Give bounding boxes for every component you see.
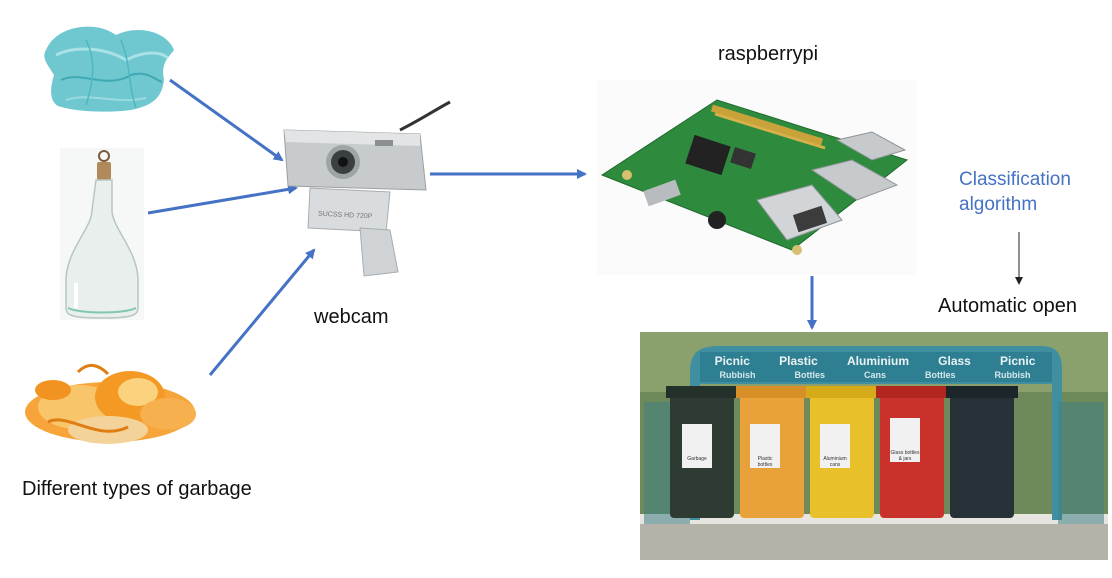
sign-top-4: Glass [938, 354, 971, 368]
sign-bottom-4: Bottles [924, 370, 956, 380]
webcam-label: webcam [314, 306, 389, 328]
sign-top-1: Picnic [714, 354, 750, 368]
classification-algorithm-label: Classification algorithm [959, 167, 1071, 217]
bins-sign-top: Picnic Plastic Aluminium Glass Picnic [700, 354, 1050, 368]
garbage-label: Different types of garbage [22, 478, 252, 500]
bin-label-glass: Glass bottles & jars [890, 450, 920, 462]
automatic-open-label: Automatic open [938, 295, 1077, 317]
recycling-bins-image [640, 332, 1108, 560]
bin-label-garbage: Garbage [687, 456, 707, 462]
classification-algorithm-line2: algorithm [959, 194, 1038, 215]
raspberrypi-label: raspberrypi [718, 43, 819, 65]
bin-label-plastic: Plastic bottles [757, 456, 773, 468]
classification-algorithm-line1: Classification [959, 169, 1071, 190]
plastic-bag-image [44, 26, 174, 112]
arrow-bag-to-webcam [169, 78, 284, 162]
sign-bottom-1: Rubbish [719, 370, 756, 380]
bins-sign-bottom: Rubbish Bottles Cans Bottles Rubbish [700, 370, 1050, 380]
sign-top-2: Plastic [779, 354, 818, 368]
sign-bottom-3: Cans [863, 370, 886, 380]
webcam-image [283, 100, 451, 277]
arrow-peel-to-webcam [208, 248, 316, 376]
arrow-bottle-to-webcam [147, 184, 298, 215]
sign-top-3: Aluminium [846, 354, 909, 368]
bin-label-aluminium: Aluminium cans [823, 456, 847, 468]
sign-bottom-5: Rubbish [994, 370, 1031, 380]
raspberry-pi-image [597, 80, 917, 275]
orange-peels-image [25, 364, 196, 444]
sign-top-5: Picnic [1000, 354, 1036, 368]
glass-bottle-image [60, 148, 144, 320]
sign-bottom-2: Bottles [794, 370, 825, 380]
